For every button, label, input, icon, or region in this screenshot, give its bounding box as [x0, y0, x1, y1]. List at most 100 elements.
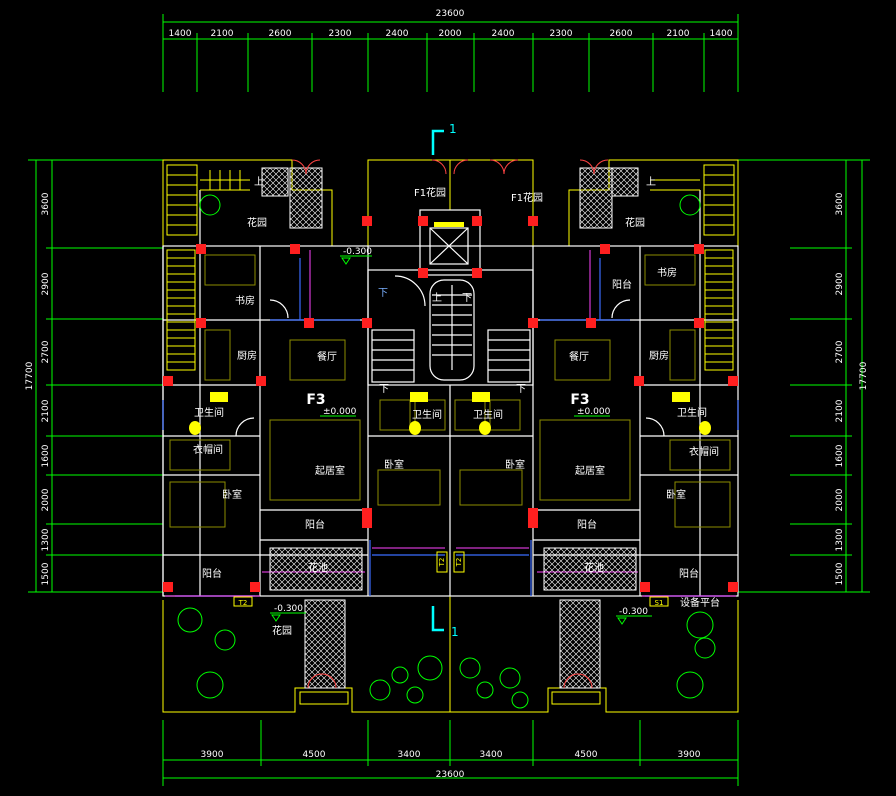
section-label: 1: [449, 122, 457, 136]
right-dimension-chain: 3600 2900 2700 2100 1600 2000 1300 1500 …: [738, 159, 870, 593]
stairs-left-outer: [166, 164, 250, 371]
room-label-study: 书房: [235, 294, 255, 307]
room-label-garden: 花园: [272, 624, 292, 637]
tag-label: T2: [238, 599, 248, 607]
doors: [235, 159, 665, 689]
bottom-dimension-chain: 3900 4500 3400 3400 4500 3900 23600: [162, 720, 739, 786]
planters: [261, 167, 639, 689]
room-label-planter: 花池: [584, 561, 604, 574]
room-label-living: 起居室: [575, 464, 605, 477]
bottom-dim: 3400: [398, 750, 421, 760]
room-label-planter: 花池: [308, 561, 328, 574]
stair-labels: 上 上 上 下 下 下 下: [254, 176, 656, 395]
level-mark: ±0.000: [323, 407, 357, 417]
right-dim: 2900: [835, 272, 845, 295]
top-dim: 2600: [269, 29, 292, 39]
room-label-balcony: 阳台: [679, 567, 699, 580]
room-label-bath: 卫生间: [473, 408, 503, 421]
section-label: 1: [451, 625, 459, 639]
room-label-dining: 餐厅: [569, 350, 589, 363]
room-label-bedroom: 卧室: [666, 488, 686, 501]
left-dim: 1300: [41, 528, 51, 551]
left-dim: 2100: [41, 399, 51, 422]
room-label-closet: 衣帽间: [193, 443, 223, 456]
top-dimension-chain: 23600 1400 2100 2600 2300 2400 2000 2400…: [162, 9, 739, 92]
left-dimension-chain: 17700 3600 2900 2700 2100 1600 2000 1300…: [25, 159, 163, 593]
room-label-f1-garden: F1花园: [414, 186, 446, 199]
level-mark: ±0.000: [577, 407, 611, 417]
section-marker-bottom: 1: [431, 606, 459, 639]
level-mark: -0.300: [274, 604, 303, 614]
stair-up-label: 上: [432, 292, 442, 304]
room-label-kitchen: 厨房: [649, 349, 669, 362]
left-dim: 1600: [41, 444, 51, 467]
level-mark: -0.300: [619, 607, 648, 617]
room-label-dining: 餐厅: [317, 350, 337, 363]
tag-label: S1: [655, 599, 664, 607]
top-dim: 2400: [386, 29, 409, 39]
unit-label: F3: [306, 392, 325, 408]
room-label-f1-garden: F1花园: [511, 191, 543, 204]
stair-down-label: 下: [379, 384, 389, 395]
section-marker-top: 1: [431, 122, 457, 155]
right-dim: 2000: [835, 488, 845, 511]
top-dim: 2300: [329, 29, 352, 39]
room-label-garden: 花园: [625, 216, 645, 229]
tag-label: T2: [438, 558, 446, 568]
top-dim: 1400: [169, 29, 192, 39]
right-overall-dim: 17700: [859, 361, 869, 390]
furniture: [169, 254, 731, 528]
room-label-living: 起居室: [315, 464, 345, 477]
right-dim: 1300: [835, 528, 845, 551]
stair-down-label: 下: [462, 293, 472, 304]
top-dim: 2100: [211, 29, 234, 39]
top-overall-dim: 23600: [436, 9, 465, 19]
room-label-bedroom: 卧室: [222, 488, 242, 501]
tag-label: T2: [455, 558, 463, 568]
unit-marks: F3 F3 -0.300 ±0.000 ±0.000 -0.300 -0.300: [270, 247, 652, 625]
room-label-kitchen: 厨房: [237, 349, 257, 362]
equipment-tags: T2 T2 T2 S1: [233, 551, 669, 607]
right-dim: 2700: [835, 340, 845, 363]
left-dim: 2700: [41, 340, 51, 363]
bottom-dim: 3900: [678, 750, 701, 760]
bottom-dim: 4500: [575, 750, 598, 760]
left-overall-dim: 17700: [25, 361, 35, 390]
room-label-balcony: 阳台: [305, 518, 325, 531]
landscaping: [177, 194, 716, 709]
top-dim: 2100: [667, 29, 690, 39]
room-label-balcony: 阳台: [202, 567, 222, 580]
room-label-garden: 花园: [247, 216, 267, 229]
left-dim: 2000: [41, 488, 51, 511]
unit-label: F3: [570, 392, 589, 408]
room-label-bath: 卫生间: [194, 406, 224, 419]
level-mark: -0.300: [343, 247, 372, 257]
bottom-dim: 3900: [201, 750, 224, 760]
stair-down-label: 下: [378, 288, 388, 299]
room-label-bath: 卫生间: [412, 408, 442, 421]
sanitary-fixtures: [189, 392, 711, 435]
left-dim: 1500: [41, 562, 51, 585]
room-label-study: 书房: [657, 266, 677, 279]
right-dim: 2100: [835, 399, 845, 422]
room-label-balcony: 阳台: [577, 518, 597, 531]
stair-up-label: 上: [646, 176, 656, 188]
main-walls: [162, 190, 739, 597]
stair-up-label: 上: [254, 176, 264, 188]
bottom-overall-dim: 23600: [436, 770, 465, 780]
left-dim: 2900: [41, 272, 51, 295]
room-labels: F1花园 F1花园 花园 花园 书房 书房 阳台 厨房 厨房 餐厅 餐厅 卫生间…: [193, 186, 720, 637]
room-label-bedroom: 卧室: [384, 458, 404, 471]
top-dim: 2400: [492, 29, 515, 39]
top-dim: 2300: [550, 29, 573, 39]
structural-columns: [163, 216, 738, 592]
bottom-dim: 3400: [480, 750, 503, 760]
top-dim: 1400: [710, 29, 733, 39]
room-label-equipment-platform: 设备平台: [680, 596, 720, 609]
room-label-balcony: 阳台: [612, 278, 632, 291]
central-stairs: [371, 275, 531, 383]
right-dim: 1500: [835, 562, 845, 585]
stair-down-label: 下: [516, 384, 526, 395]
left-dim: 3600: [41, 192, 51, 215]
